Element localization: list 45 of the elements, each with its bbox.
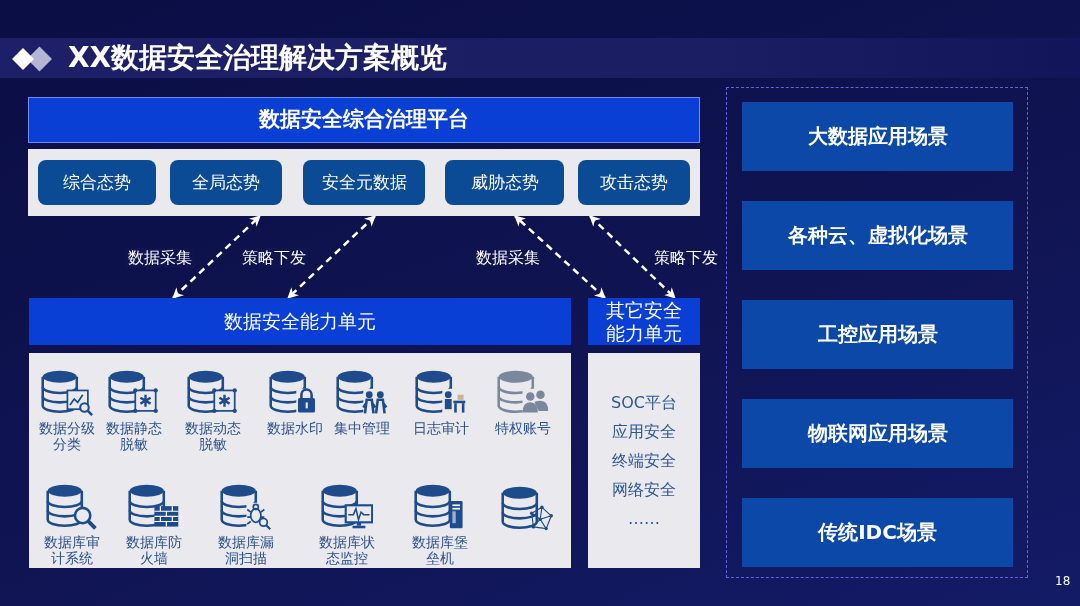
double-arrow	[172, 215, 261, 299]
page-number: 18	[1055, 574, 1071, 588]
section-header: 数据安全能力单元	[29, 298, 571, 345]
scenario-box: 传统IDC场景	[742, 498, 1013, 567]
section-header: 数据安全综合治理平台	[28, 97, 700, 143]
list-item: ……	[628, 508, 660, 530]
double-arrow	[589, 215, 676, 299]
node-label: 数据静态脱敏	[105, 420, 163, 452]
module-box: 全局态势	[170, 160, 282, 205]
node-label: 日志审计	[412, 420, 470, 436]
scenario-box: 各种云、虚拟化场景	[742, 201, 1013, 270]
node-label: 数据分级分类	[38, 420, 96, 452]
module-box: 攻击态势	[578, 160, 690, 205]
edge-label: 策略下发	[240, 248, 308, 268]
double-arrow	[514, 215, 606, 299]
module-box: 威胁态势	[445, 160, 564, 205]
dashed-frame	[726, 87, 1028, 578]
edge-label: 数据采集	[126, 248, 194, 268]
page-title: XX数据安全治理解决方案概览	[68, 40, 448, 76]
node-label: 数据库防火墙	[125, 534, 183, 566]
node-label: 数据水印	[266, 420, 324, 436]
scenario-box: 大数据应用场景	[742, 102, 1013, 171]
scenario-box: 物联网应用场景	[742, 399, 1013, 468]
module-box: 综合态势	[38, 160, 156, 205]
database-network-icon	[501, 486, 553, 532]
scenario-box: 工控应用场景	[742, 300, 1013, 369]
list-item: 网络安全	[612, 479, 676, 501]
double-arrow	[287, 215, 376, 299]
node-label: 数据库堡垒机	[411, 534, 469, 566]
node-label: 特权账号	[494, 420, 552, 436]
edge-label: 数据采集	[474, 248, 542, 268]
list-item: SOC平台	[611, 392, 677, 414]
unit-panel	[29, 298, 571, 568]
list-item: 应用安全	[612, 421, 676, 443]
platform-panel	[28, 97, 700, 216]
module-box: 安全元数据	[303, 160, 425, 205]
node-label: 集中管理	[333, 420, 391, 436]
node-label: 数据库漏洞扫描	[217, 534, 275, 566]
node-label: 数据库审计系统	[43, 534, 101, 566]
node-label: 数据库状态监控	[318, 534, 376, 566]
node-label: 数据动态脱敏	[184, 420, 242, 452]
unit-panel	[588, 298, 700, 568]
section-header: 其它安全能力单元	[588, 298, 700, 345]
edge-label: 策略下发	[652, 248, 720, 268]
list-item: 终端安全	[612, 450, 676, 472]
